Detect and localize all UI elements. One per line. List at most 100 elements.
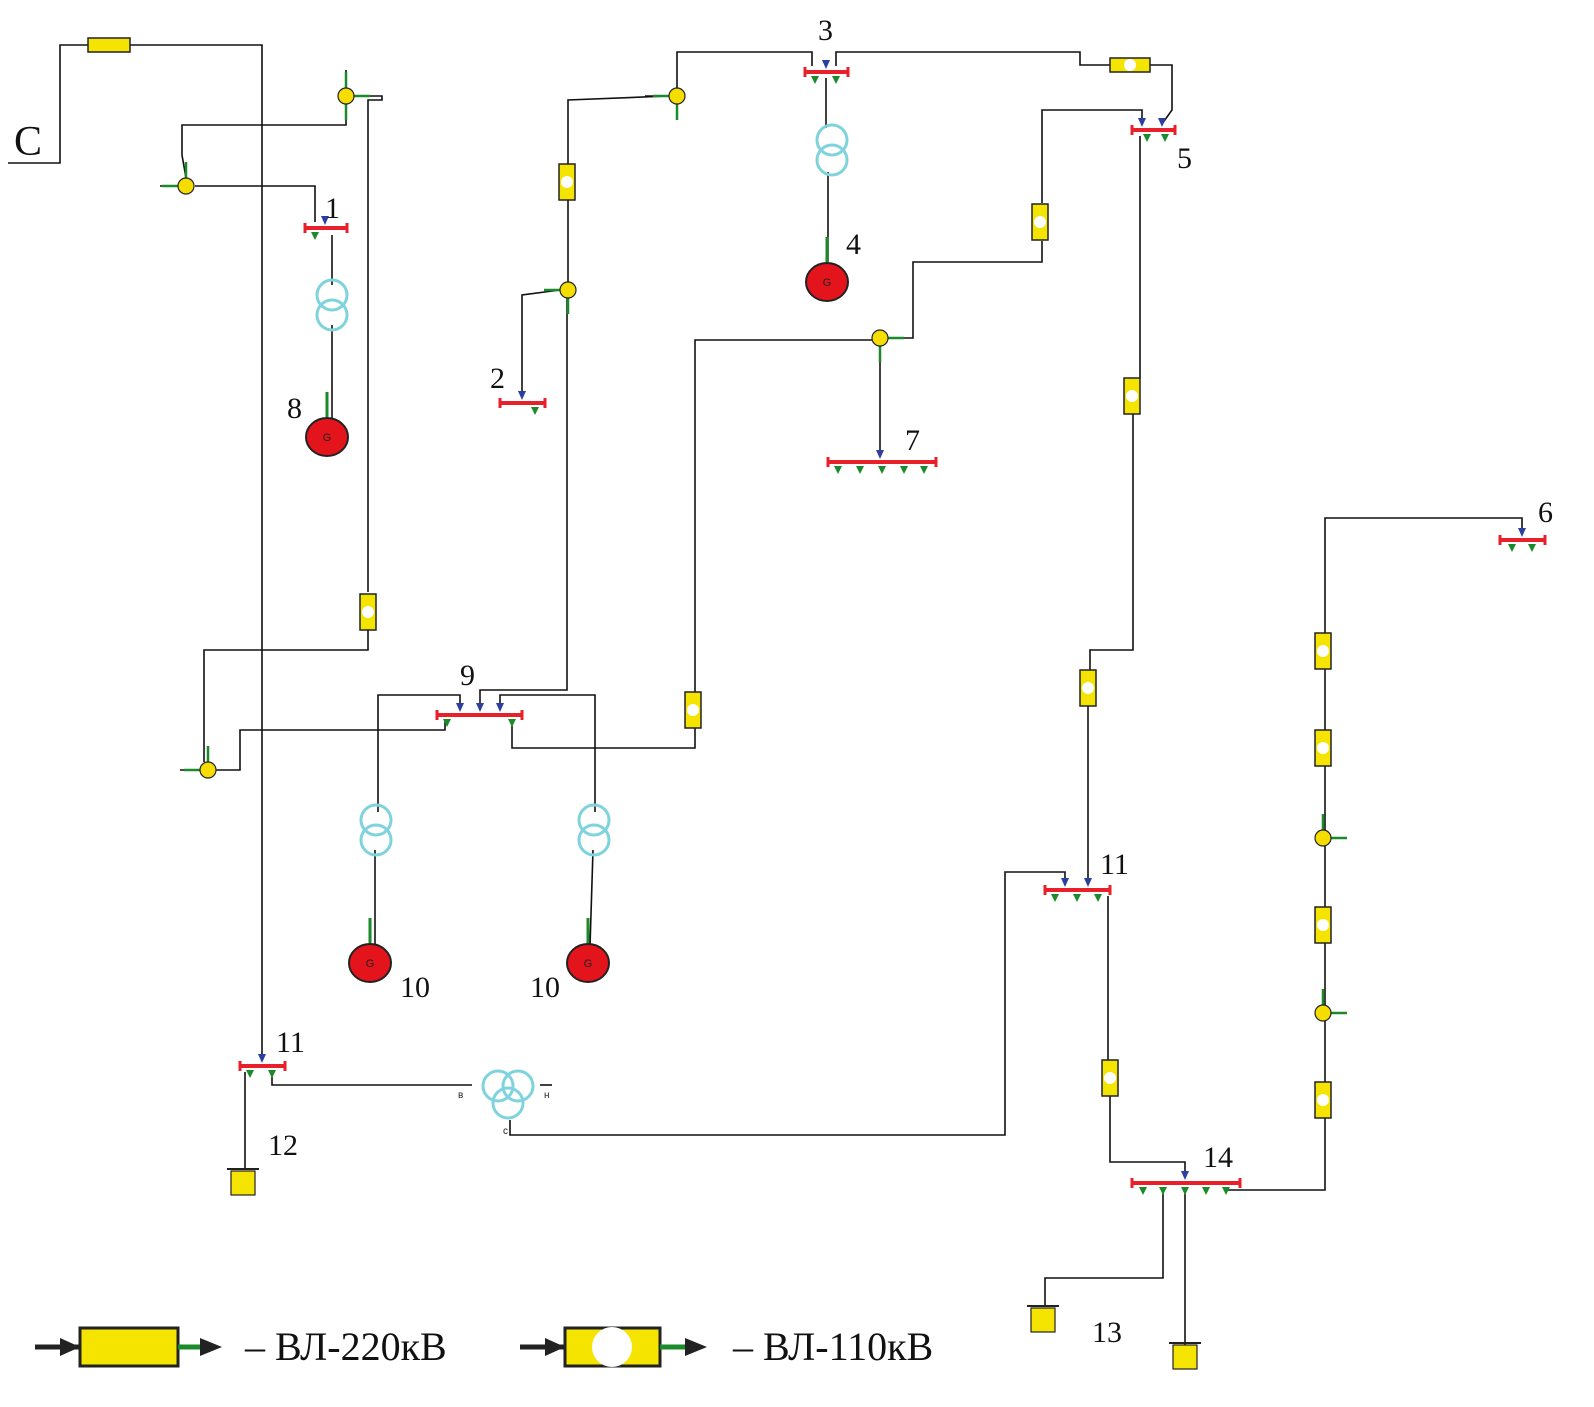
outgoing-arrow-icon [1143,134,1151,142]
load [1027,1305,1059,1333]
outgoing-arrow-icon [856,466,864,474]
winding [501,1069,535,1103]
wire [130,44,263,1060]
bus-7-label: 7 [905,424,920,457]
vl-110kv-line-element [684,691,702,729]
busbar [435,703,524,727]
generator-label: G [823,277,832,289]
line-marker [1317,919,1329,931]
generator-circle-icon [348,943,392,983]
winding-mid-label: с [503,1126,508,1137]
outgoing-arrow-icon [834,466,842,474]
incoming-arrow-icon [1138,118,1146,127]
outgoing-arrow-icon [1161,134,1169,142]
outgoing-arrow-icon [920,466,928,474]
legend-220kv-symbol [35,1326,222,1368]
wire [521,289,561,397]
bus-5-label: 5 [1177,142,1192,175]
bus-11b-label: 11 [1100,848,1129,881]
wire [203,630,369,762]
vl-110kv-line-element [1314,632,1332,670]
incoming-arrow-icon [876,450,884,459]
outgoing-arrow-icon [1051,894,1059,902]
outgoing-arrow-icon [311,232,319,240]
gen-10a-label: 10 [400,971,430,1004]
junction-circle [871,329,889,347]
junction-node [337,72,370,120]
outgoing-arrow-icon [1508,544,1516,552]
bus-11a-label: 11 [276,1026,305,1059]
wire [567,95,669,164]
busbar [1043,878,1112,902]
outgoing-arrow-icon [1159,1187,1167,1195]
wire [499,694,596,812]
bus-6-label: 6 [1538,496,1553,529]
junction-node [1314,814,1347,847]
outgoing-arrow-icon [1528,544,1536,552]
wire [589,849,594,947]
bus-14-label: 14 [1203,1141,1233,1174]
junction-node [653,87,686,120]
line-marker [561,176,573,188]
busbar [303,216,349,240]
line-marker [1124,59,1136,71]
wire [181,104,347,179]
winding [815,143,849,177]
outgoing-arrow-icon [246,1070,254,1078]
line-marker [1317,645,1329,657]
vl-110kv-line-element [1031,203,1049,241]
wire [1089,414,1134,670]
junction-circle [559,281,577,299]
wire [1324,517,1523,633]
busbar [826,450,938,474]
bus-1-label: 1 [325,192,340,225]
junction-node [184,746,217,779]
outgoing-arrow-icon [508,719,516,727]
junction-circle [1314,1004,1332,1022]
incoming-arrow-icon [1084,878,1092,887]
incoming-arrow-icon [518,391,526,400]
busbar [1130,1171,1242,1195]
load-13-label: 13 [1092,1316,1122,1349]
incoming-arrow-icon [1181,1171,1189,1180]
junction-node [1314,989,1347,1022]
line-marker [687,704,699,716]
outgoing-arrow-icon [1094,894,1102,902]
incoming-arrow-icon [476,703,484,712]
line-marker [1082,682,1094,694]
wire [479,298,568,710]
vl-110kv-line-element [1079,669,1097,707]
generator-circle-icon [305,417,349,457]
wire [216,720,446,771]
busbar [1498,528,1547,552]
load [1169,1342,1201,1370]
outgoing-arrow-icon [531,407,539,415]
busbar [803,60,850,84]
line-marker [362,606,374,618]
wire [1150,64,1173,125]
load-box [230,1170,256,1196]
line-marker [1317,1094,1329,1106]
line-marker [1126,390,1138,402]
outgoing-arrow-icon [268,1070,276,1078]
generator-circle-icon [805,262,849,302]
outgoing-arrow-icon [1073,894,1081,902]
source-label: C [14,119,42,165]
vl-110kv-line-element [1314,729,1332,767]
legend-110kv-label: – ВЛ-110кВ [732,1324,933,1369]
wire [676,51,813,88]
wire [1109,1096,1186,1177]
incoming-arrow-icon [456,703,464,712]
line-marker [1317,742,1329,754]
winding [315,278,349,312]
outgoing-arrow-icon [832,76,840,84]
gen-10b-label: 10 [530,971,560,1004]
junction-node [162,162,195,195]
wire [271,1072,472,1086]
winding-low-label: н [544,1090,550,1101]
incoming-arrow-icon [496,703,504,712]
bus-3-label: 3 [818,14,833,47]
generator-label: G [323,432,332,444]
winding [815,123,849,157]
